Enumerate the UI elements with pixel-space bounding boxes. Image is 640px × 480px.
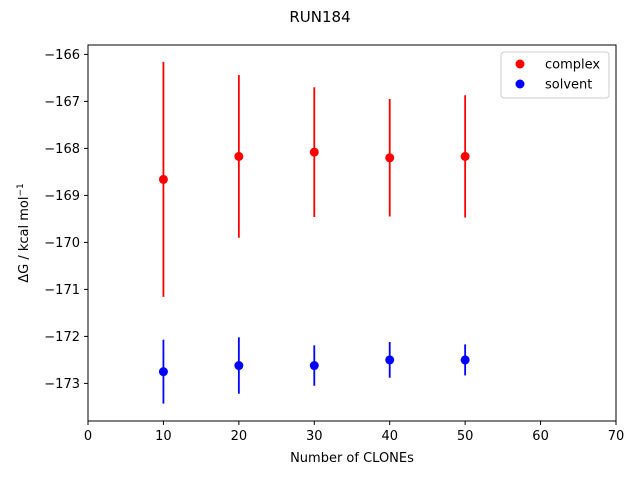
series-complex — [158, 61, 470, 297]
y-tick-label: −173 — [44, 377, 80, 392]
legend-label: complex — [545, 58, 600, 73]
data-point — [309, 361, 319, 371]
x-axis-label: Number of CLONEs — [290, 451, 414, 466]
y-tick-label: −167 — [44, 95, 80, 110]
x-tick-label: 0 — [84, 429, 92, 444]
x-tick-label: 50 — [457, 429, 474, 444]
x-tick-label: 70 — [608, 429, 625, 444]
plot-area: 0 10 20 30 40 50 60 70 −166 −167 −168 −169 −170 −171 −… — [44, 44, 625, 444]
data-point — [158, 174, 168, 184]
y-tick-label: −172 — [44, 330, 80, 345]
legend-label: solvent — [545, 78, 592, 93]
legend-marker — [515, 59, 525, 69]
legend-marker — [515, 79, 525, 89]
y-tick-label: −169 — [44, 189, 80, 204]
x-tick-label: 60 — [532, 429, 549, 444]
x-tick-label: 40 — [381, 429, 398, 444]
series-solvent — [158, 337, 470, 404]
y-tick-label: −171 — [44, 283, 80, 298]
legend: complex solvent — [500, 51, 610, 99]
y-tick-label: −170 — [44, 236, 80, 251]
x-tick-label: 20 — [231, 429, 248, 444]
data-point — [309, 147, 319, 157]
data-point — [158, 367, 168, 377]
x-tick-label: 10 — [155, 429, 172, 444]
data-point — [234, 151, 244, 161]
y-tick-label: −168 — [44, 142, 80, 157]
y-axis-label-main: ΔG / kcal mol — [17, 197, 32, 283]
y-tick-label: −166 — [44, 48, 80, 63]
axes-frame — [87, 44, 617, 422]
y-axis-label: ΔG / kcal mol−1 — [16, 183, 32, 283]
x-tick-label: 30 — [306, 429, 323, 444]
data-point — [385, 355, 395, 365]
data-point — [234, 361, 244, 371]
data-point — [385, 153, 395, 163]
data-point — [460, 355, 470, 365]
chart-title: RUN184 — [289, 8, 350, 26]
data-point — [460, 151, 470, 161]
y-axis-label-exponent: −1 — [16, 183, 26, 196]
legend-box — [500, 51, 610, 99]
